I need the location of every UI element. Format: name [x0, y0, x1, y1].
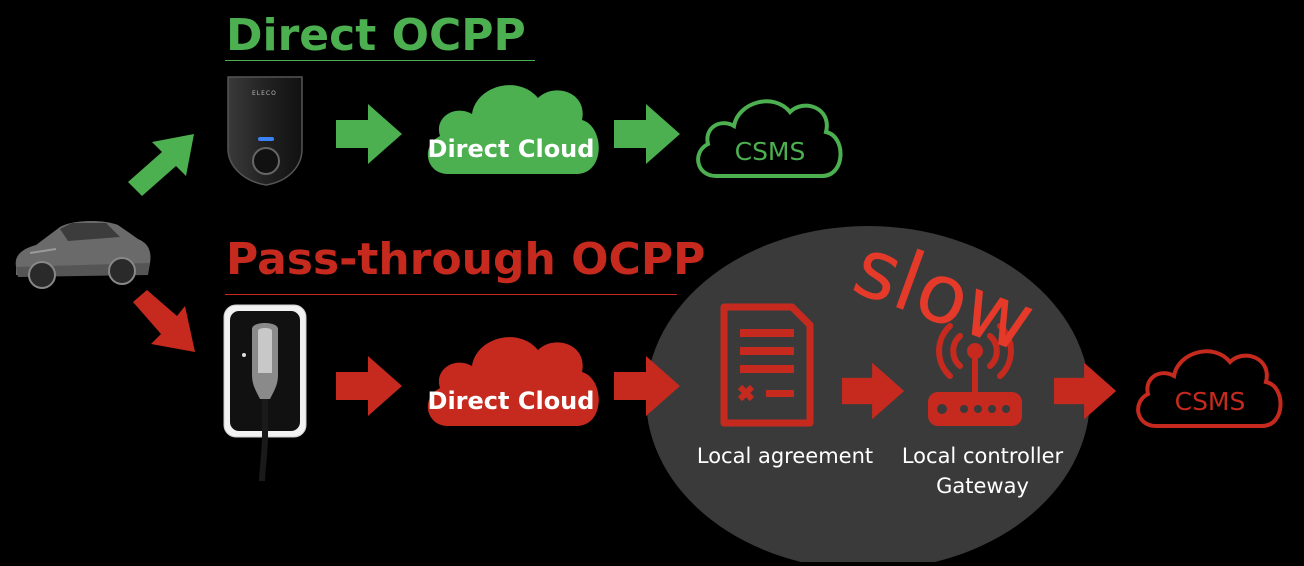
arrow-right-icon: [336, 356, 404, 420]
local-agreement-label: Local agreement: [696, 444, 874, 468]
arrow-right-icon: [336, 104, 404, 168]
passthrough-cloud-label: Direct Cloud: [428, 387, 595, 415]
cloud-icon: [427, 85, 599, 174]
arrow-right-icon: [614, 356, 682, 420]
green-diagonal-arrow-icon: [122, 126, 202, 206]
direct-cloud: Direct Cloud: [418, 72, 608, 186]
cloud-icon: [696, 99, 843, 178]
gateway-label: Gateway: [936, 474, 1029, 498]
passthrough-cloud: Direct Cloud: [418, 324, 608, 438]
agreement-document-icon: [720, 303, 814, 431]
arrow-right-icon: [614, 104, 682, 168]
cloud-icon: [427, 337, 599, 426]
red-diagonal-arrow-icon: [125, 286, 205, 362]
wallbox-brand-text: ELECO: [252, 90, 277, 97]
direct-cloud-label: Direct Cloud: [428, 135, 595, 163]
direct-csms-label: CSMS: [735, 137, 806, 166]
wallbox-charger-icon: ELECO: [220, 73, 310, 197]
cloud-icon: [1136, 349, 1283, 428]
arrow-right-icon: [842, 362, 906, 424]
local-controller-label: Local controller: [901, 444, 1064, 468]
router-gateway-icon: [920, 322, 1030, 436]
direct-title-underline: [225, 60, 535, 61]
direct-csms-cloud: CSMS: [690, 88, 850, 186]
arrow-right-icon: [1054, 362, 1118, 424]
passthrough-ocpp-title: Pass-through OCPP: [226, 234, 706, 285]
passthrough-csms-cloud: CSMS: [1130, 338, 1290, 436]
ev-charger-icon: [222, 303, 310, 487]
passthrough-title-underline: [225, 294, 677, 295]
car-icon: [10, 205, 155, 304]
direct-ocpp-title: Direct OCPP: [226, 10, 526, 61]
passthrough-csms-label: CSMS: [1175, 387, 1246, 416]
